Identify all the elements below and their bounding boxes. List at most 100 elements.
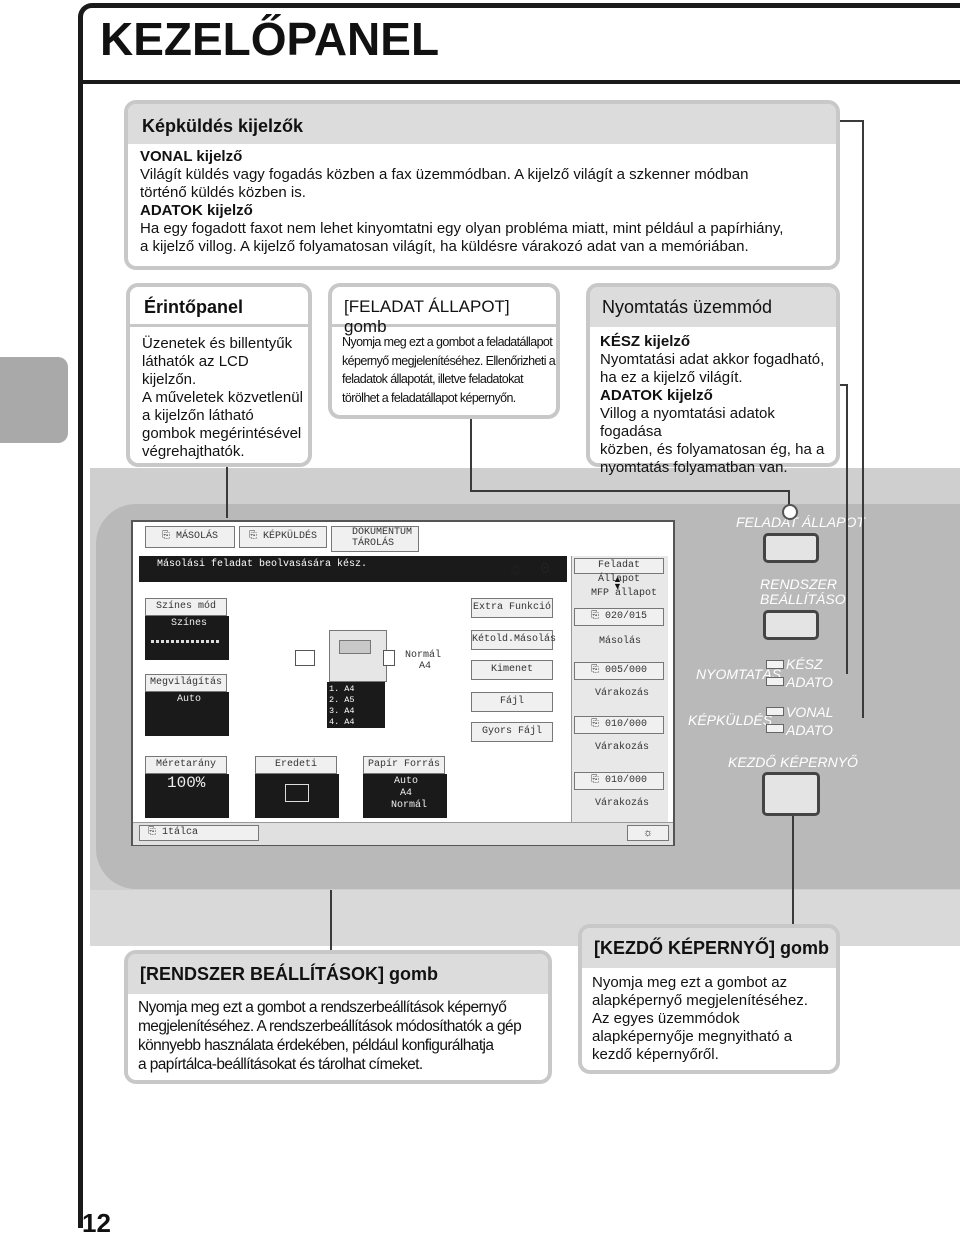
tray-icon: ⎘	[148, 827, 163, 838]
page-title: KEZELŐPANEL	[100, 13, 440, 65]
copy-icon: ⎘	[161, 531, 176, 542]
tab-copy[interactable]: ⎘ MÁSOLÁS	[145, 526, 235, 548]
home-screen-heading: [KEZDŐ KÉPERNYŐ] gomb	[582, 928, 836, 968]
output-button[interactable]: Kimenet	[471, 660, 553, 680]
send-icon: ⎘	[248, 531, 263, 542]
send-data-led	[766, 724, 784, 733]
ready-label: KÉSZ	[786, 656, 823, 672]
toggle-arrows-icon: ▲▼	[613, 574, 622, 591]
job-icon: ⎘	[590, 719, 605, 730]
tray-items: 1. A4 2. A5 3. A4 4. A4	[329, 684, 355, 727]
title-rule	[83, 80, 960, 84]
page-frame	[78, 3, 960, 1228]
job-status-heading: [FELADAT ÁLLAPOT] gomb	[332, 287, 556, 336]
image-send-label: KÉPKÜLDÉS	[688, 712, 773, 728]
image-send-body: VONAL kijelző Világít küldés vagy fogadá…	[140, 148, 784, 255]
system-settings-hw-button[interactable]	[763, 610, 819, 640]
job-status-body: Nyomja meg ezt a gombot a feladatállapot…	[342, 335, 556, 405]
brightness-button[interactable]: ☼	[627, 825, 669, 841]
image-send-heading: Képküldés kijelzők	[128, 104, 836, 144]
file-button[interactable]: Fájl	[471, 692, 553, 712]
output-icon	[383, 650, 395, 666]
image-send-callout: Képküldés kijelzők VONAL kijelző Világít…	[124, 100, 840, 270]
touch-panel-heading: Érintőpanel	[130, 287, 308, 327]
leader-job-status-h	[470, 490, 788, 492]
message-bar	[139, 556, 567, 582]
home-hw-button[interactable]	[762, 772, 820, 816]
original-button[interactable]: Eredeti	[255, 756, 337, 774]
exposure-value: Auto	[177, 694, 202, 705]
exposure-button[interactable]: Megvilágítás	[145, 674, 227, 692]
tray-list	[327, 682, 385, 728]
leader-print-mode-v	[846, 384, 848, 674]
chapter-tab	[0, 357, 68, 443]
leader-touch-panel	[226, 466, 228, 518]
color-mode-value: Színes	[171, 618, 208, 629]
paper-source-panel	[363, 774, 447, 818]
touch-panel-callout: Érintőpanel Üzenetek és billentyűk látha…	[126, 283, 312, 467]
sun-icon: ☼	[642, 827, 654, 839]
paper-source-button[interactable]: Papír Forrás	[363, 756, 445, 774]
leader-job-status-drop	[788, 490, 790, 510]
leader-home	[792, 816, 794, 924]
duplex-copy-button[interactable]: Kétold.Másolás	[471, 630, 556, 650]
ratio-panel	[145, 774, 229, 818]
job-4-state: Várakozás	[595, 798, 650, 809]
printing-label: NYOMTATÁS	[696, 666, 782, 682]
ratio-button[interactable]: Méretarány	[145, 756, 227, 774]
job-1-state: Másolás	[599, 636, 642, 647]
job-3-count[interactable]: ⎘ 010/000	[574, 716, 664, 734]
machine-image	[329, 630, 387, 682]
ready-led	[766, 660, 784, 669]
home-screen-callout: [KEZDŐ KÉPERNYŐ] gomb Nyomja meg ezt a g…	[578, 924, 840, 1074]
job-status-hw-button[interactable]	[763, 533, 819, 563]
system-settings-callout: [RENDSZER BEÁLLÍTÁSOK] gomb Nyomja meg e…	[124, 950, 552, 1084]
copies-icon: ⎙	[511, 565, 527, 577]
machine-scanner	[339, 640, 371, 654]
job-2-count[interactable]: ⎘ 005/000	[574, 662, 664, 680]
job-status-label: FELADAT ÁLLAPOT	[736, 514, 865, 530]
tab-image-send[interactable]: ⎘ KÉPKÜLDÉS	[239, 526, 327, 548]
job-2-state: Várakozás	[595, 688, 650, 699]
tray-button[interactable]: ⎘ 1tálca	[139, 825, 259, 841]
leader-image-send-h	[838, 120, 864, 122]
home-label: KEZDŐ KÉPERNYŐ	[728, 754, 858, 770]
quick-file-button[interactable]: Gyors Fájl	[471, 722, 553, 742]
job-status-header[interactable]: Feladat Állapot	[574, 558, 664, 585]
document-icon	[295, 650, 315, 666]
exposure-panel	[145, 692, 229, 736]
print-mode-callout: Nyomtatás üzemmód KÉSZ kijelző Nyomtatás…	[586, 283, 840, 476]
mfp-status: MFP állapot	[591, 588, 658, 599]
color-mode-button[interactable]: Színes mód	[145, 598, 227, 616]
lcd-bottom-bar	[133, 822, 673, 845]
page-number: 12	[82, 1208, 111, 1238]
send-data-label: ADATO	[786, 722, 833, 738]
leader-image-send-v	[862, 120, 864, 718]
job-icon: ⎘	[590, 665, 605, 676]
job-icon: ⎘	[590, 611, 605, 622]
line-led	[766, 707, 784, 716]
print-data-label: ADATO	[786, 674, 833, 690]
paper-source-values: Auto A4 Normál	[391, 776, 428, 811]
color-mode-panel	[145, 616, 229, 660]
print-data-led	[766, 677, 784, 686]
touch-panel-body: Üzenetek és billentyűk láthatók az LCD k…	[142, 335, 303, 460]
copy-count: ⎙ 0	[511, 560, 551, 578]
extra-function-button[interactable]: Extra Funkció	[471, 598, 553, 618]
job-1-count[interactable]: ⎘ 020/015	[574, 608, 664, 626]
page-icon	[285, 784, 309, 802]
home-screen-body: Nyomja meg ezt a gombot az alapképernyő …	[592, 974, 808, 1063]
paper-info: Normál A4	[405, 650, 442, 672]
job-status-callout: [FELADAT ÁLLAPOT] gomb Nyomja meg ezt a …	[328, 283, 560, 419]
original-panel	[255, 774, 339, 818]
system-settings-heading: [RENDSZER BEÁLLÍTÁSOK] gomb	[128, 954, 548, 994]
print-mode-heading: Nyomtatás üzemmód	[590, 287, 836, 327]
line-label: VONAL	[786, 704, 834, 720]
color-bar	[151, 640, 221, 643]
leader-dot	[782, 504, 798, 520]
job-icon: ⎘	[590, 775, 605, 786]
job-4-count[interactable]: ⎘ 010/000	[574, 772, 664, 790]
